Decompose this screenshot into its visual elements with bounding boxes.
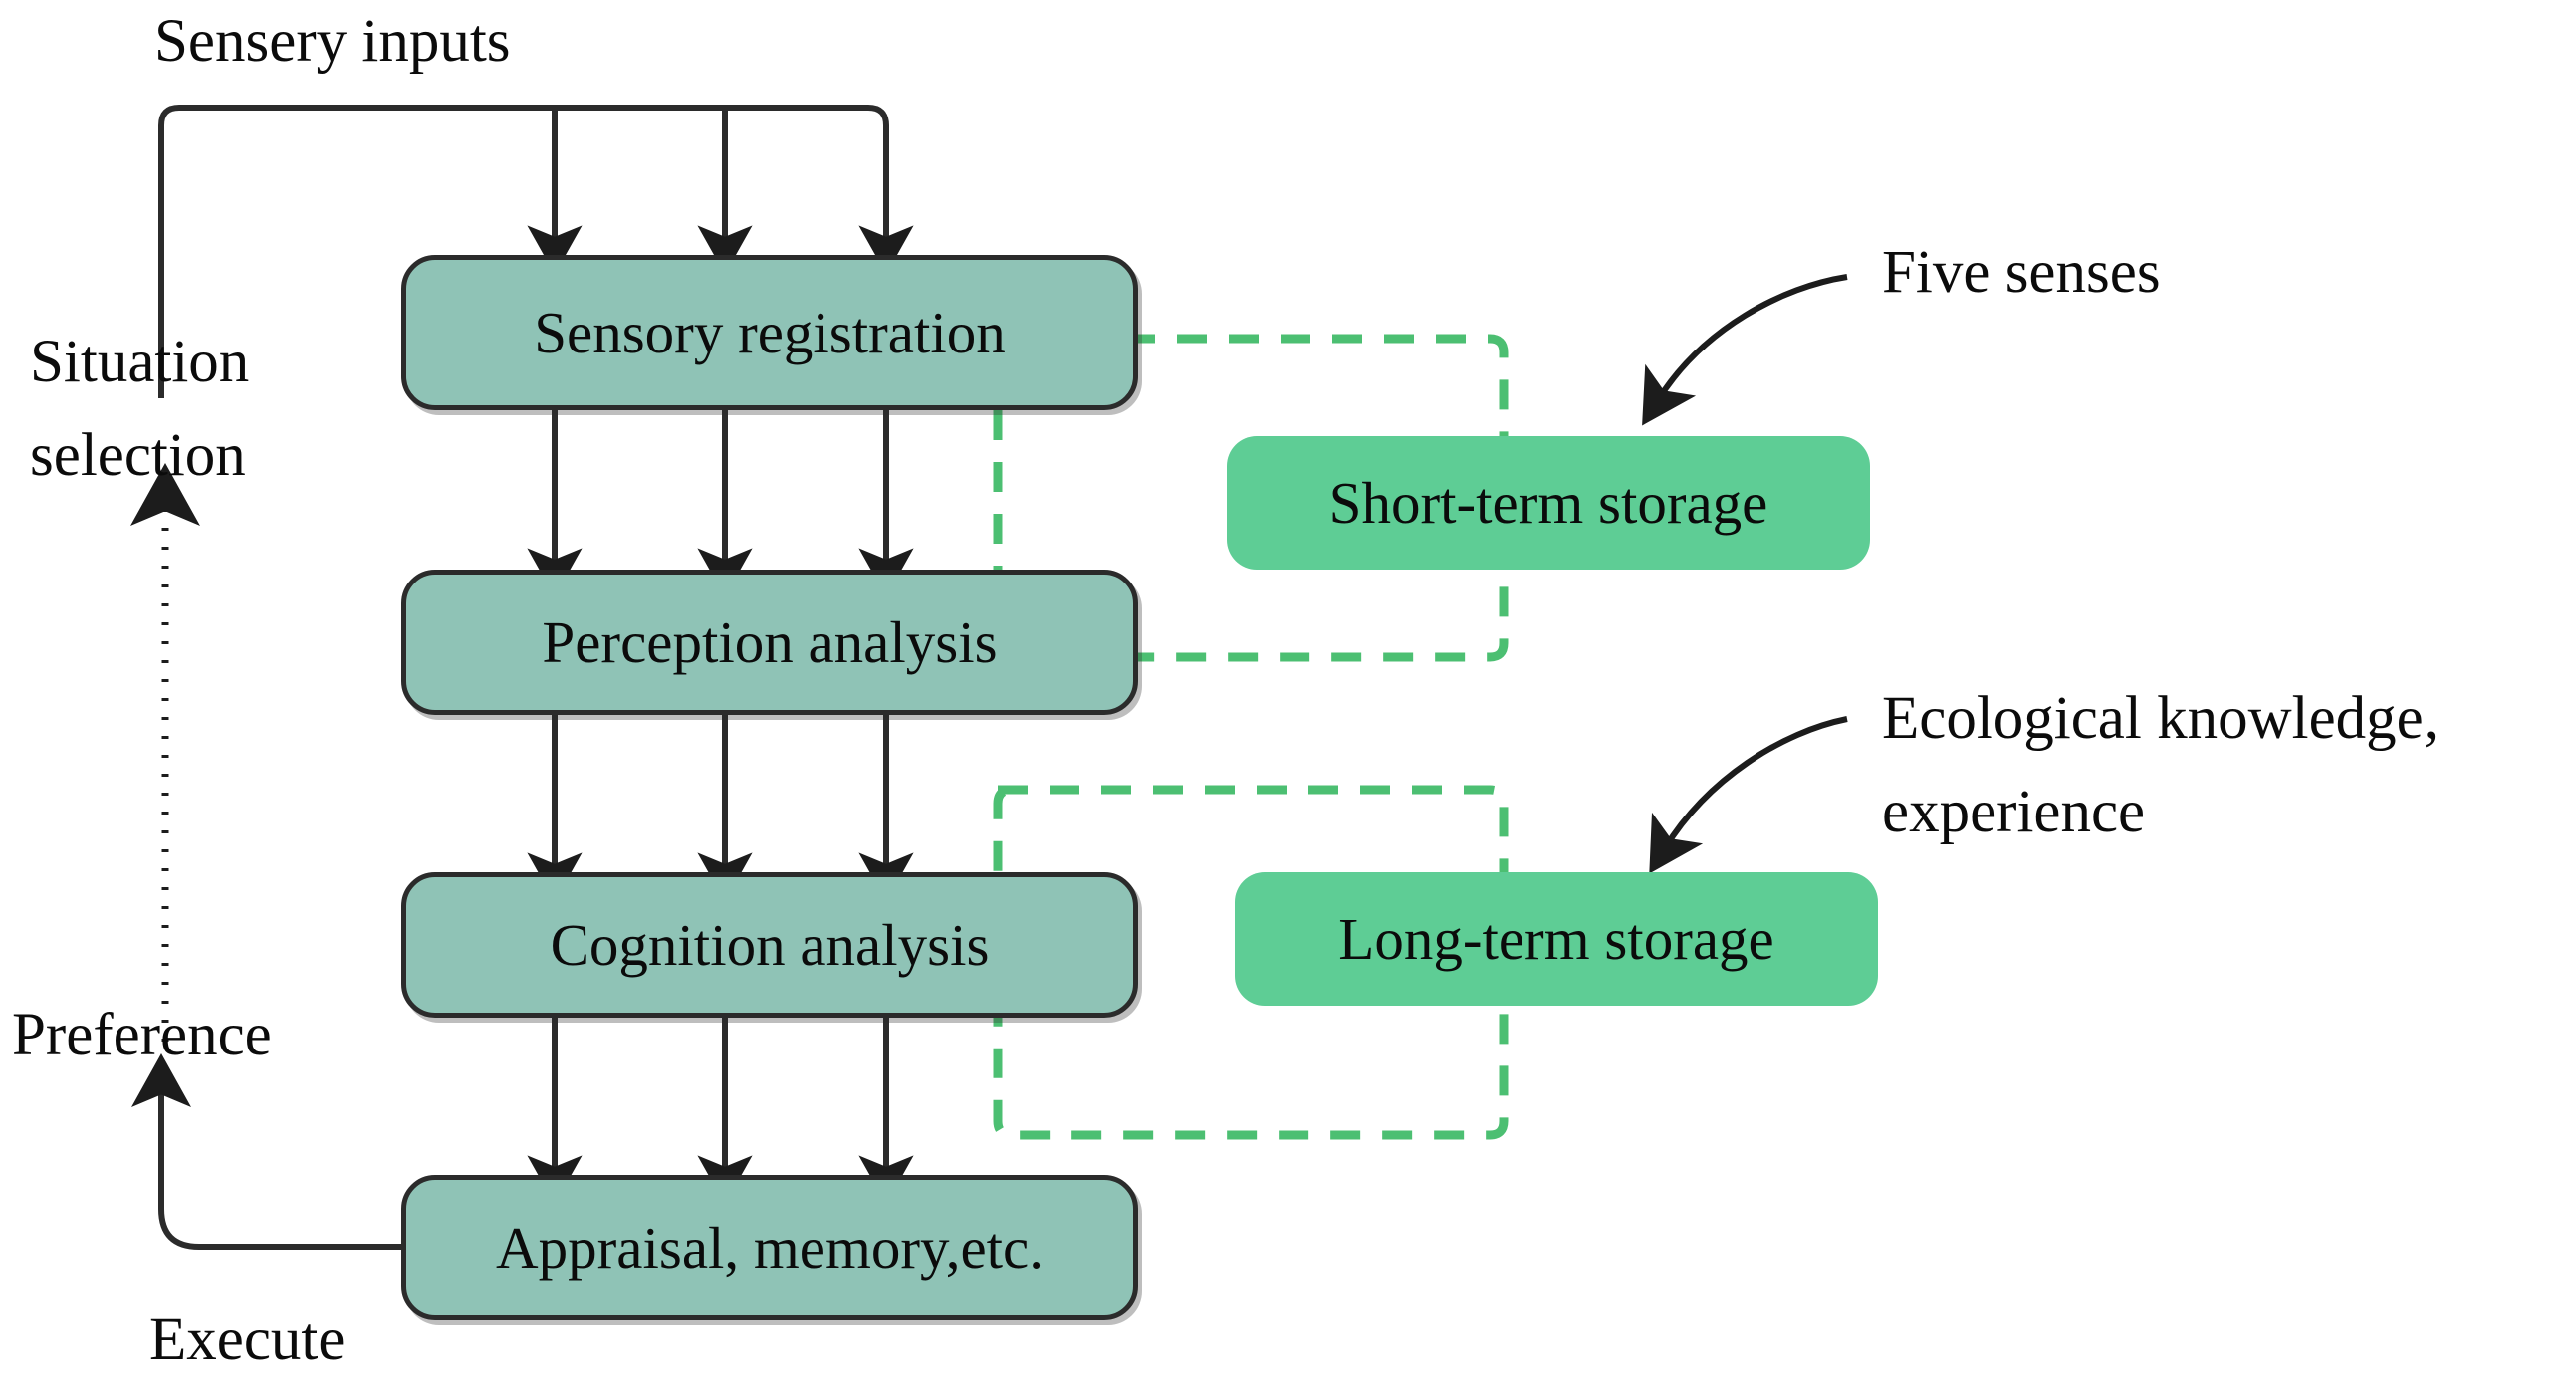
execute-feedback-arrow (131, 1053, 401, 1250)
node-long-term-storage-label: Long-term storage (1338, 905, 1774, 972)
label-situation-selection-line2: selection (30, 422, 246, 489)
label-execute: Execute (149, 1306, 346, 1373)
label-situation-selection-line1: Situation (30, 329, 250, 395)
label-ecological-knowledge-line2: experience (1882, 779, 2146, 845)
five-senses-callout-arrow (1642, 274, 1848, 426)
node-sensory-registration[interactable]: Sensory registration (401, 255, 1138, 410)
node-long-term-storage[interactable]: Long-term storage (1235, 872, 1878, 1006)
node-perception-analysis-label: Perception analysis (542, 608, 998, 675)
node-appraisal-memory[interactable]: Appraisal, memory,etc. (401, 1175, 1138, 1320)
arrows-perception-to-cognition (527, 715, 914, 902)
label-sensory-inputs: Sensery inputs (154, 8, 511, 75)
arrows-registration-to-perception (527, 410, 914, 597)
node-sensory-registration-label: Sensory registration (534, 299, 1006, 365)
label-preference: Preference (12, 1002, 272, 1068)
node-cognition-analysis[interactable]: Cognition analysis (401, 872, 1138, 1018)
ecological-knowledge-callout-arrow (1649, 716, 1848, 874)
label-five-senses: Five senses (1882, 239, 2161, 306)
arrows-cognition-to-appraisal (527, 1018, 914, 1205)
node-perception-analysis[interactable]: Perception analysis (401, 570, 1138, 715)
node-cognition-analysis-label: Cognition analysis (550, 911, 990, 978)
node-appraisal-memory-label: Appraisal, memory,etc. (496, 1214, 1044, 1281)
label-ecological-knowledge-line1: Ecological knowledge, (1882, 685, 2439, 752)
node-short-term-storage[interactable]: Short-term storage (1227, 436, 1870, 570)
node-short-term-storage-label: Short-term storage (1328, 469, 1768, 536)
